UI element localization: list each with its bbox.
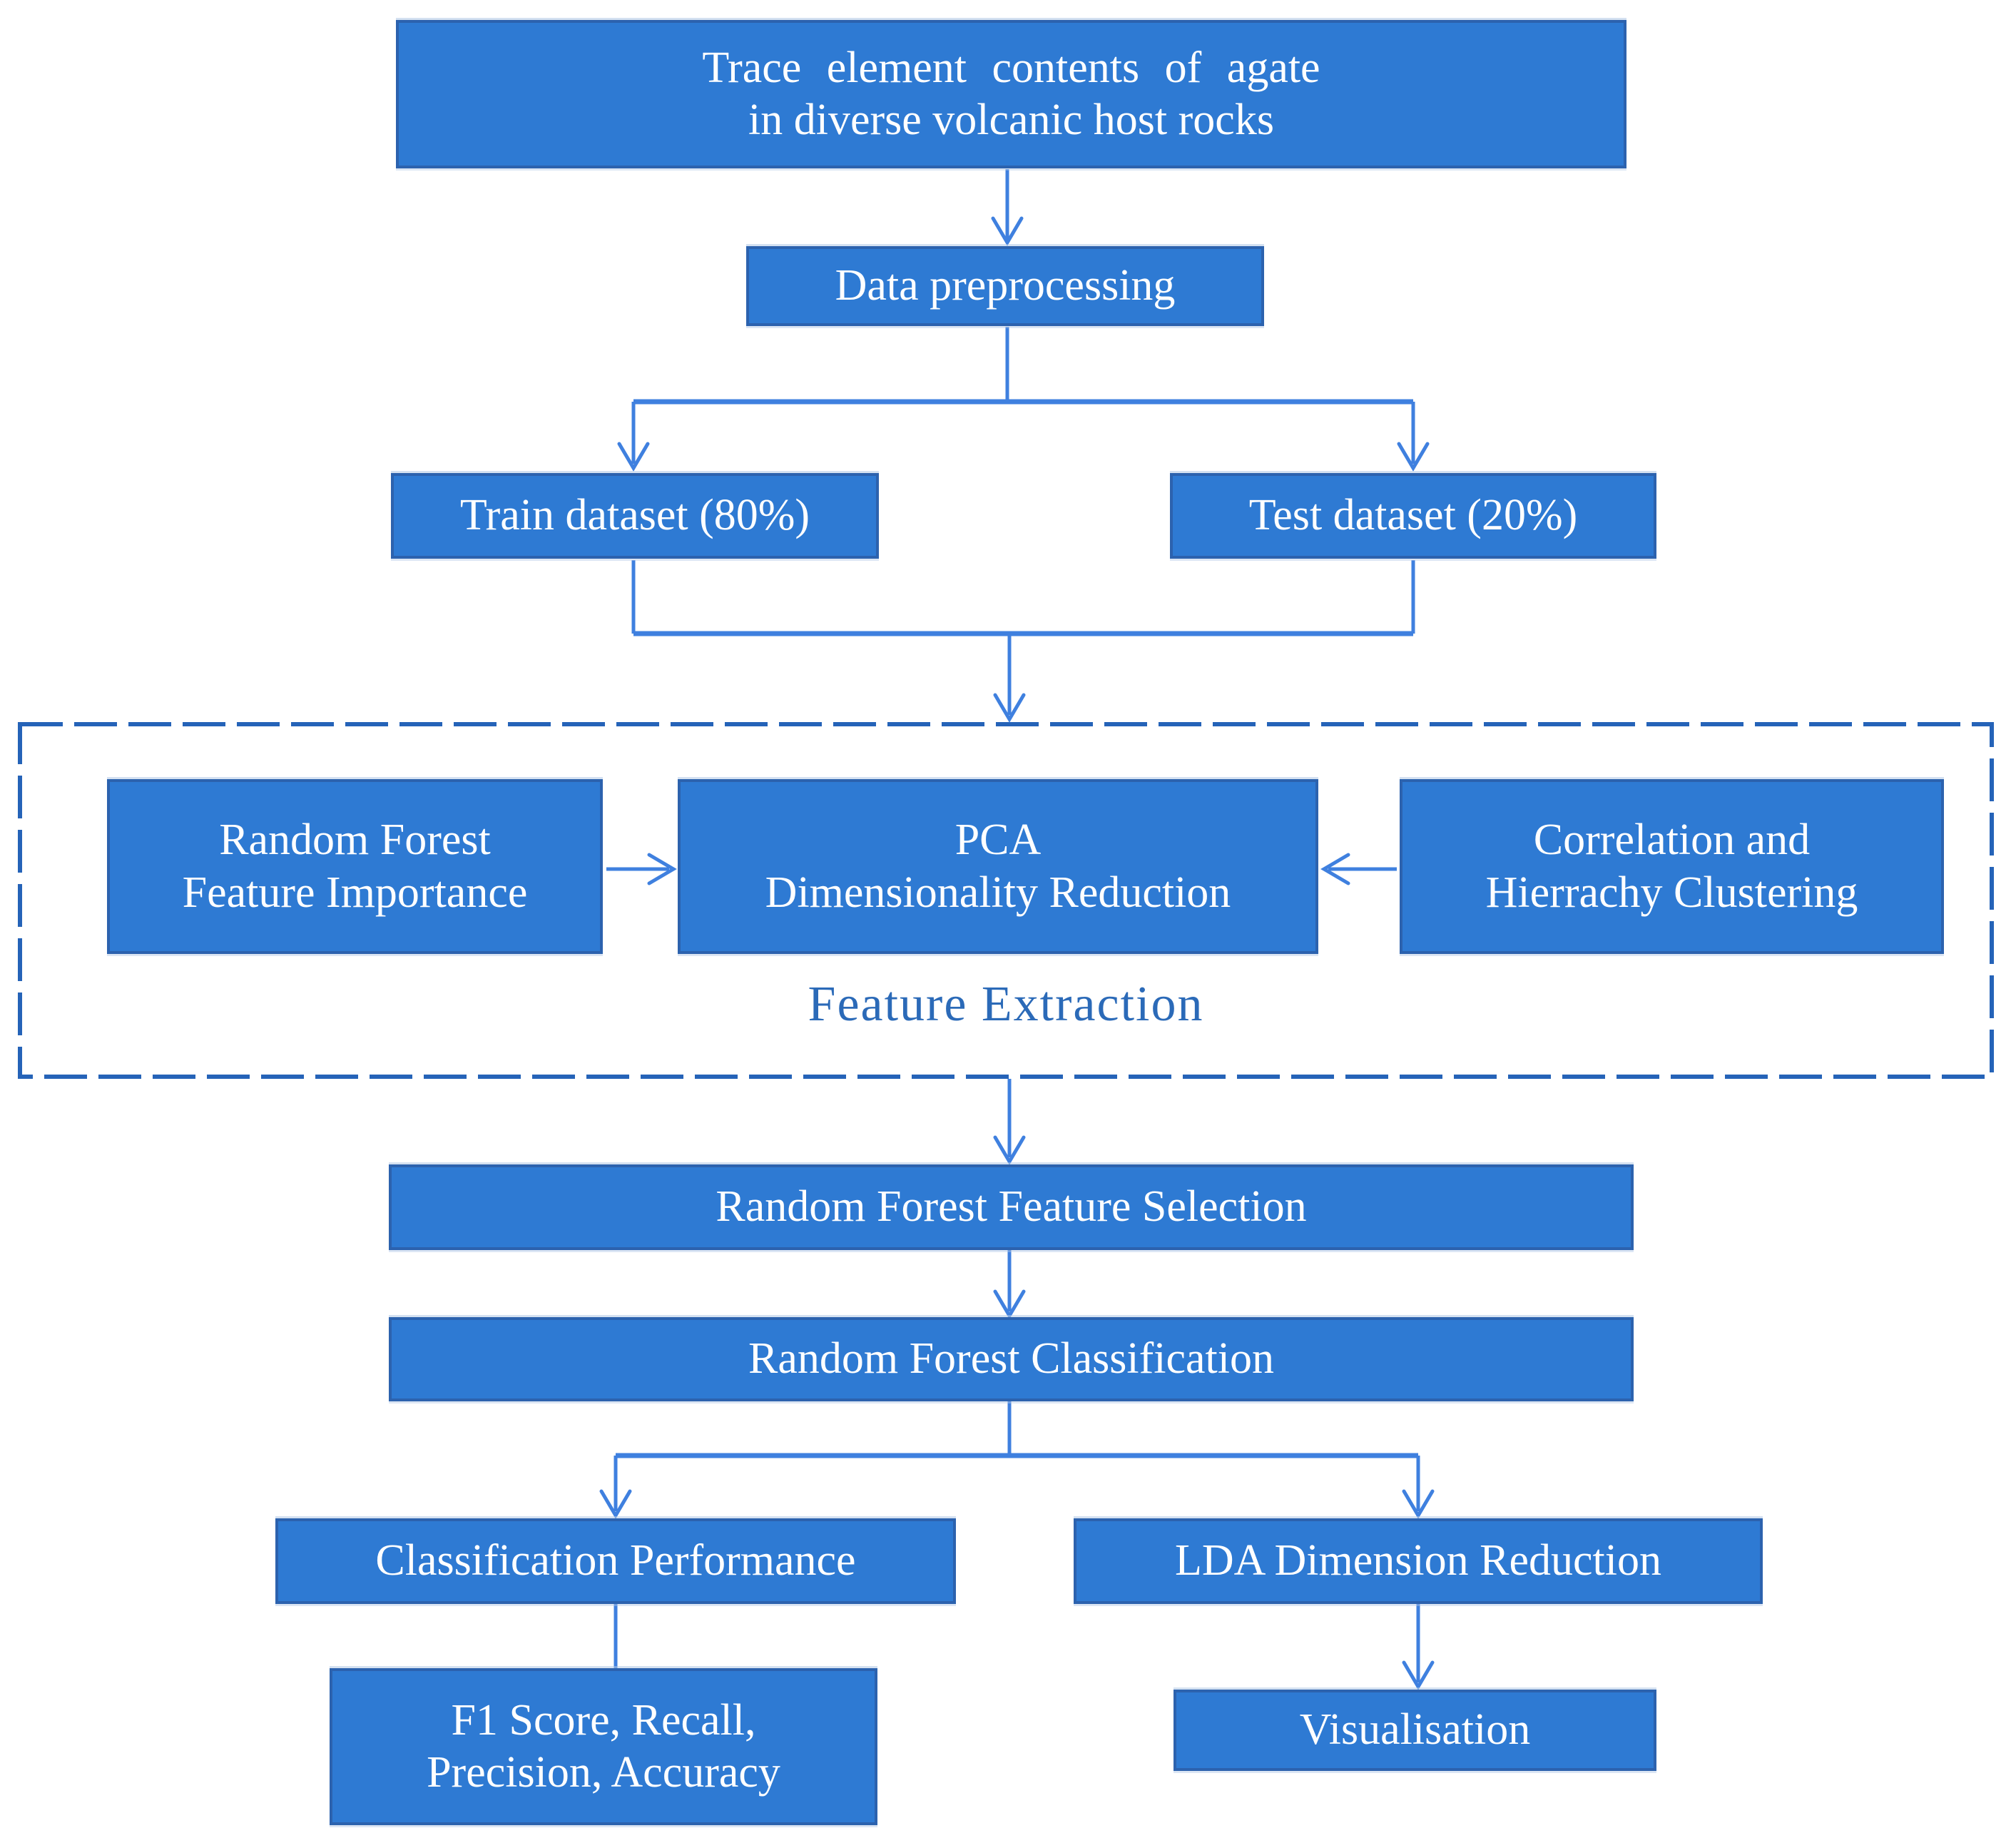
node-label: in diverse volcanic host rocks: [748, 96, 1274, 144]
node-rf-classification: Random Forest Classification: [389, 1317, 1634, 1401]
node-rf-feature-importance: Random Forest Feature Importance: [107, 779, 603, 954]
node-visualisation: Visualisation: [1173, 1690, 1656, 1771]
node-label: Correlation and: [1533, 816, 1811, 865]
node-label: F1 Score, Recall,: [451, 1695, 756, 1745]
connector-selection-classification: [993, 1250, 1026, 1319]
connector-importance-pca: [606, 853, 677, 885]
node-label: Train dataset (80%): [459, 491, 810, 540]
node-label: Dimensionality Reduction: [765, 868, 1231, 917]
node-label: Random Forest: [219, 816, 491, 865]
node-train-dataset: Train dataset (80%): [391, 473, 879, 559]
node-data-preprocessing: Data preprocessing: [746, 246, 1264, 326]
node-label: Visualisation: [1299, 1705, 1531, 1755]
node-label: Trace element contents of agate: [702, 43, 1320, 92]
node-lda-dimension-reduction: LDA Dimension Reduction: [1074, 1518, 1763, 1604]
node-pca-dimensionality-reduction: PCA Dimensionality Reduction: [678, 779, 1318, 954]
node-test-dataset: Test dataset (20%): [1170, 473, 1656, 559]
node-label: Hierrachy Clustering: [1485, 868, 1858, 917]
node-label: Classification Performance: [375, 1536, 856, 1585]
node-correlation-hierarchy-clustering: Correlation and Hierrachy Clustering: [1400, 779, 1944, 954]
node-label: Precision, Accuracy: [427, 1748, 780, 1797]
feature-extraction-dashed-box: [18, 722, 1994, 1079]
connector-classification-split: [599, 1401, 1435, 1519]
node-source-data: Trace element contents of agate in diver…: [396, 20, 1626, 168]
node-label: Random Forest Classification: [748, 1334, 1275, 1384]
connector-preprocess-split: [617, 327, 1430, 472]
connector-merge-feature-extraction: [631, 560, 1415, 723]
node-label: Data preprocessing: [835, 261, 1176, 310]
node-rf-feature-selection: Random Forest Feature Selection: [389, 1164, 1634, 1250]
node-label: Test dataset (20%): [1248, 491, 1578, 540]
connector-source-preprocess: [991, 169, 1024, 246]
node-label: Feature Importance: [182, 868, 528, 917]
connector-correlation-pca: [1320, 853, 1397, 885]
connector-lda-visualisation: [1402, 1604, 1435, 1690]
node-label: Random Forest Feature Selection: [716, 1182, 1307, 1232]
node-classification-performance: Classification Performance: [275, 1518, 956, 1604]
node-label: LDA Dimension Reduction: [1175, 1536, 1661, 1585]
feature-extraction-label: Feature Extraction: [808, 977, 1204, 1032]
node-metrics: F1 Score, Recall, Precision, Accuracy: [330, 1668, 877, 1825]
node-label: PCA: [954, 816, 1042, 865]
connector-extraction-selection: [993, 1079, 1026, 1165]
